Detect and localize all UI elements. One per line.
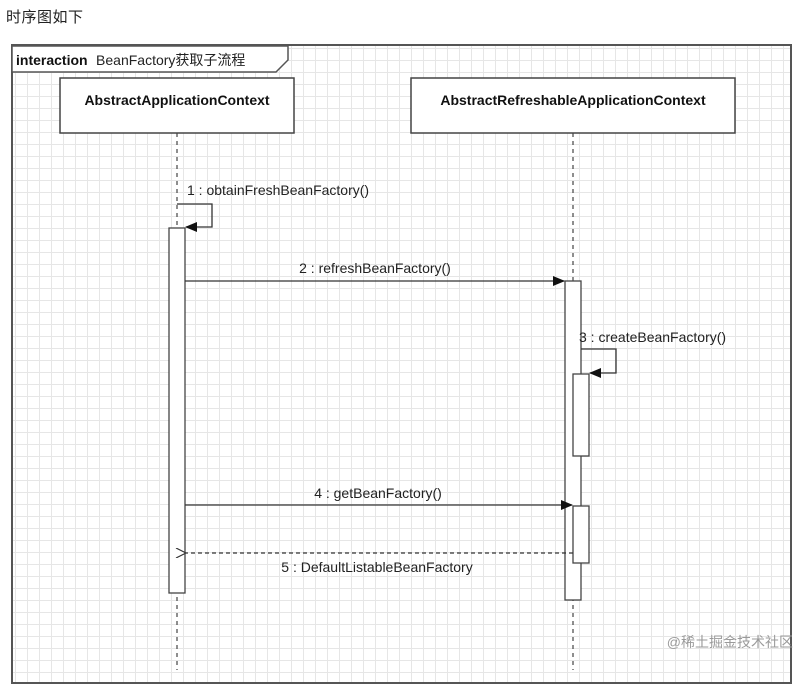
activation-bar-context xyxy=(168,227,186,594)
watermark: @稀土掘金技术社区 xyxy=(666,634,793,650)
message-label: 3 : createBeanFactory() xyxy=(579,329,726,345)
sequence-diagram: interaction BeanFactory获取子流程 AbstractApp… xyxy=(11,45,736,670)
message-label: 5 : DefaultListableBeanFactory xyxy=(281,559,472,575)
message-arrow xyxy=(177,203,213,232)
lifeline-abstract-refreshable-application-context: AbstractRefreshableApplicationContext xyxy=(410,77,736,670)
frame-name: BeanFactory获取子流程 xyxy=(96,52,245,68)
message-label: 2 : refreshBeanFactory() xyxy=(299,260,451,276)
activation-bar-get-bean-factory xyxy=(572,505,590,564)
frame-tag-shape xyxy=(11,45,289,73)
frame-tag-label: interaction BeanFactory获取子流程 xyxy=(16,52,245,69)
lifeline-head-box[interactable] xyxy=(59,77,295,134)
frame-keyword: interaction xyxy=(16,52,88,68)
message-3[interactable]: 3 : createBeanFactory() xyxy=(579,329,726,378)
message-1[interactable]: 1 : obtainFreshBeanFactory() xyxy=(177,182,369,232)
message-4[interactable]: 4 : getBeanFactory() xyxy=(185,485,573,510)
activation-bar-create-bean-factory xyxy=(572,373,590,457)
lifeline-name: AbstractRefreshableApplicationContext xyxy=(440,92,706,108)
lifeline-name: AbstractApplicationContext xyxy=(84,92,269,108)
message-label: 1 : obtainFreshBeanFactory() xyxy=(187,182,369,198)
message-label: 4 : getBeanFactory() xyxy=(314,485,442,501)
message-5[interactable]: 5 : DefaultListableBeanFactory xyxy=(186,553,573,575)
interaction-frame xyxy=(11,44,792,684)
page-heading: 时序图如下 xyxy=(6,9,84,26)
message-2[interactable]: 2 : refreshBeanFactory() xyxy=(185,260,565,286)
lifeline-abstract-application-context: AbstractApplicationContext xyxy=(59,77,295,670)
message-arrow xyxy=(581,348,617,378)
lifeline-head-box[interactable] xyxy=(410,77,736,134)
